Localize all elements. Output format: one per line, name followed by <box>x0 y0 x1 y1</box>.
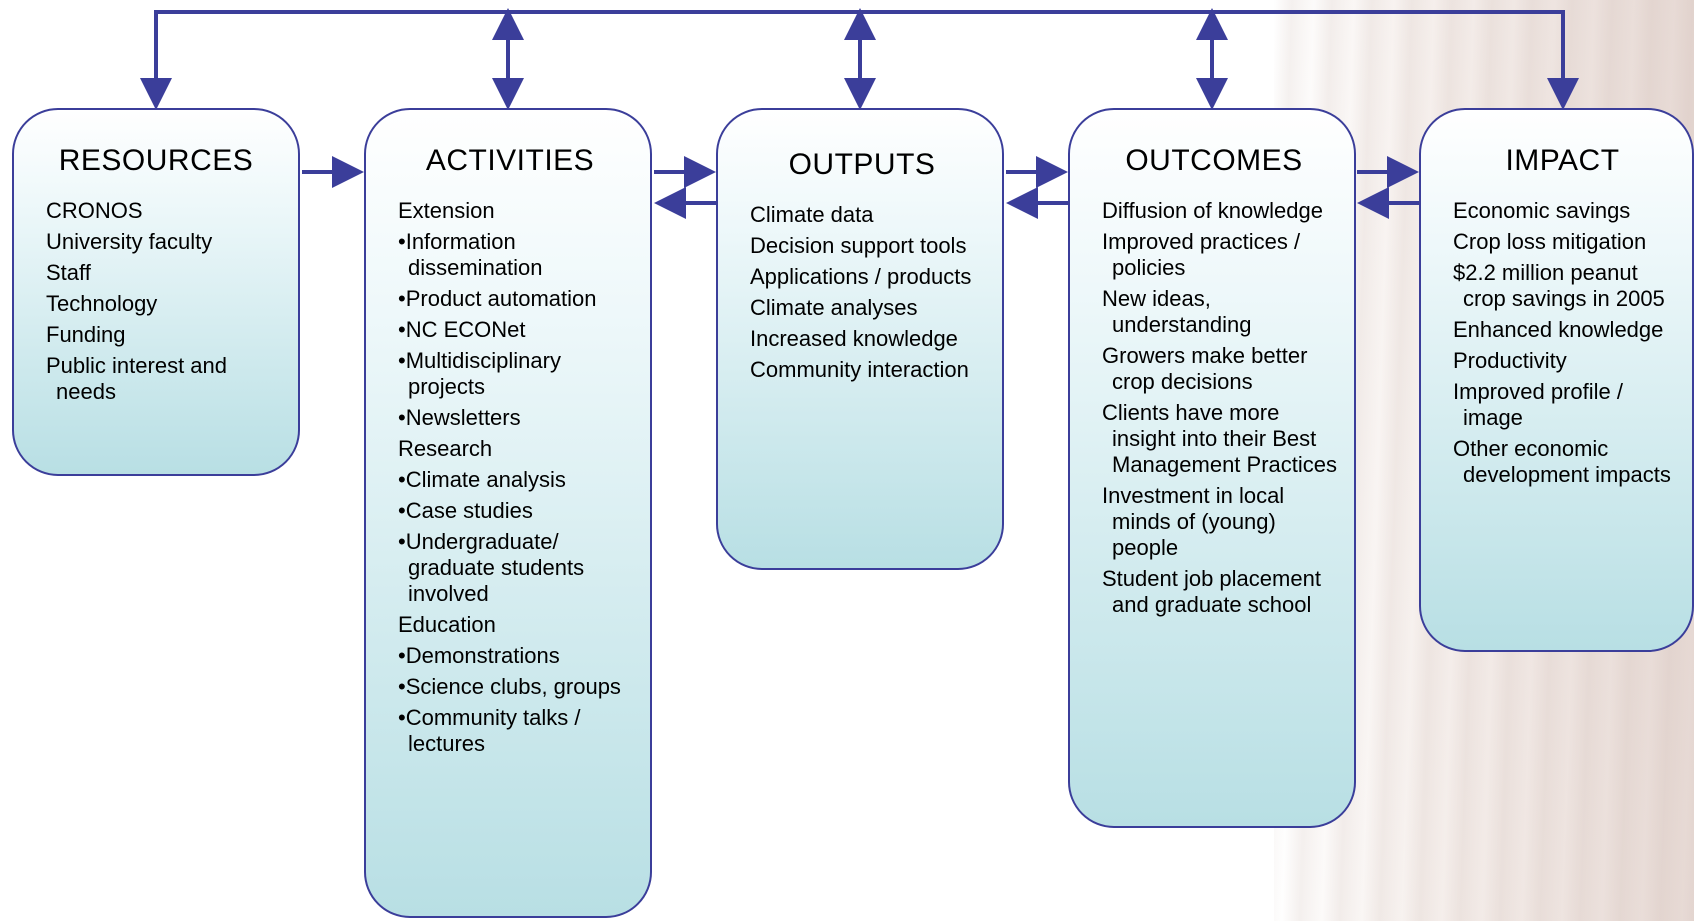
list-item: Community interaction <box>750 357 969 382</box>
list-item: Technology <box>46 291 158 316</box>
list-item: Improved practices / policies <box>1102 229 1301 280</box>
list-item: Productivity <box>1453 348 1567 373</box>
list-item: Information dissemination <box>398 229 636 281</box>
list-item: Demonstrations <box>398 643 636 669</box>
outcomes-title: OUTCOMES <box>1125 144 1303 177</box>
list-item: New ideas, understanding <box>1102 286 1252 337</box>
resources-list: CRONOS University faculty Staff Technolo… <box>46 198 280 405</box>
list-item: Multidisciplinary projects <box>398 348 636 400</box>
list-item: Public interest and needs <box>46 353 227 404</box>
list-item: Product automation <box>398 286 636 312</box>
list-item: Increased knowledge <box>750 326 958 351</box>
list-item: Improved profile / image <box>1453 379 1623 430</box>
list-item: Decision support tools <box>750 233 967 258</box>
activities-list: Extension Information dissemination Prod… <box>398 198 636 757</box>
impact-box: IMPACT Economic savings Crop loss mitiga… <box>1419 108 1694 652</box>
list-item: Enhanced knowledge <box>1453 317 1664 342</box>
list-item: University faculty <box>46 229 213 254</box>
list-item: $2.2 million peanut crop savings in 2005 <box>1453 260 1665 311</box>
list-item: Case studies <box>398 498 636 524</box>
list-item: Extension <box>398 198 495 223</box>
list-item: Funding <box>46 322 126 347</box>
resources-title: RESOURCES <box>58 144 254 177</box>
list-item: Community talks / lectures <box>398 705 636 757</box>
resources-box: RESOURCES CRONOS University faculty Staf… <box>12 108 300 476</box>
outcomes-list: Diffusion of knowledge Improved practice… <box>1102 198 1340 618</box>
list-item: Investment in local minds of (young) peo… <box>1102 483 1285 560</box>
list-item: Economic savings <box>1453 198 1631 223</box>
list-item: NC ECONet <box>398 317 636 343</box>
outcomes-box: OUTCOMES Diffusion of knowledge Improved… <box>1068 108 1356 828</box>
list-item: Newsletters <box>398 405 636 431</box>
list-item: Other economic development impacts <box>1453 436 1671 487</box>
list-item: Student job placement and graduate schoo… <box>1102 566 1321 617</box>
list-item: Clients have more insight into their Bes… <box>1102 400 1337 477</box>
list-item: Diffusion of knowledge <box>1102 198 1323 223</box>
list-item: Undergraduate/ graduate students involve… <box>398 529 636 607</box>
list-item: Climate analyses <box>750 295 918 320</box>
list-item: CRONOS <box>46 198 143 223</box>
outputs-title: OUTPUTS <box>788 148 936 181</box>
impact-title: IMPACT <box>1505 144 1620 177</box>
activities-title: ACTIVITIES <box>425 144 595 177</box>
list-item: Research <box>398 436 493 461</box>
list-item: Applications / products <box>750 264 972 289</box>
activities-box: ACTIVITIES Extension Information dissemi… <box>364 108 652 918</box>
list-item: Education <box>398 612 496 637</box>
list-item: Climate data <box>750 202 874 227</box>
outputs-list: Climate data Decision support tools Appl… <box>750 202 988 383</box>
list-item: Climate analysis <box>398 467 636 493</box>
outputs-box: OUTPUTS Climate data Decision support to… <box>716 108 1004 570</box>
list-item: Staff <box>46 260 91 285</box>
list-item: Growers make better crop decisions <box>1102 343 1308 394</box>
impact-list: Economic savings Crop loss mitigation $2… <box>1453 198 1686 488</box>
list-item: Crop loss mitigation <box>1453 229 1647 254</box>
list-item: Science clubs, groups <box>398 674 636 700</box>
